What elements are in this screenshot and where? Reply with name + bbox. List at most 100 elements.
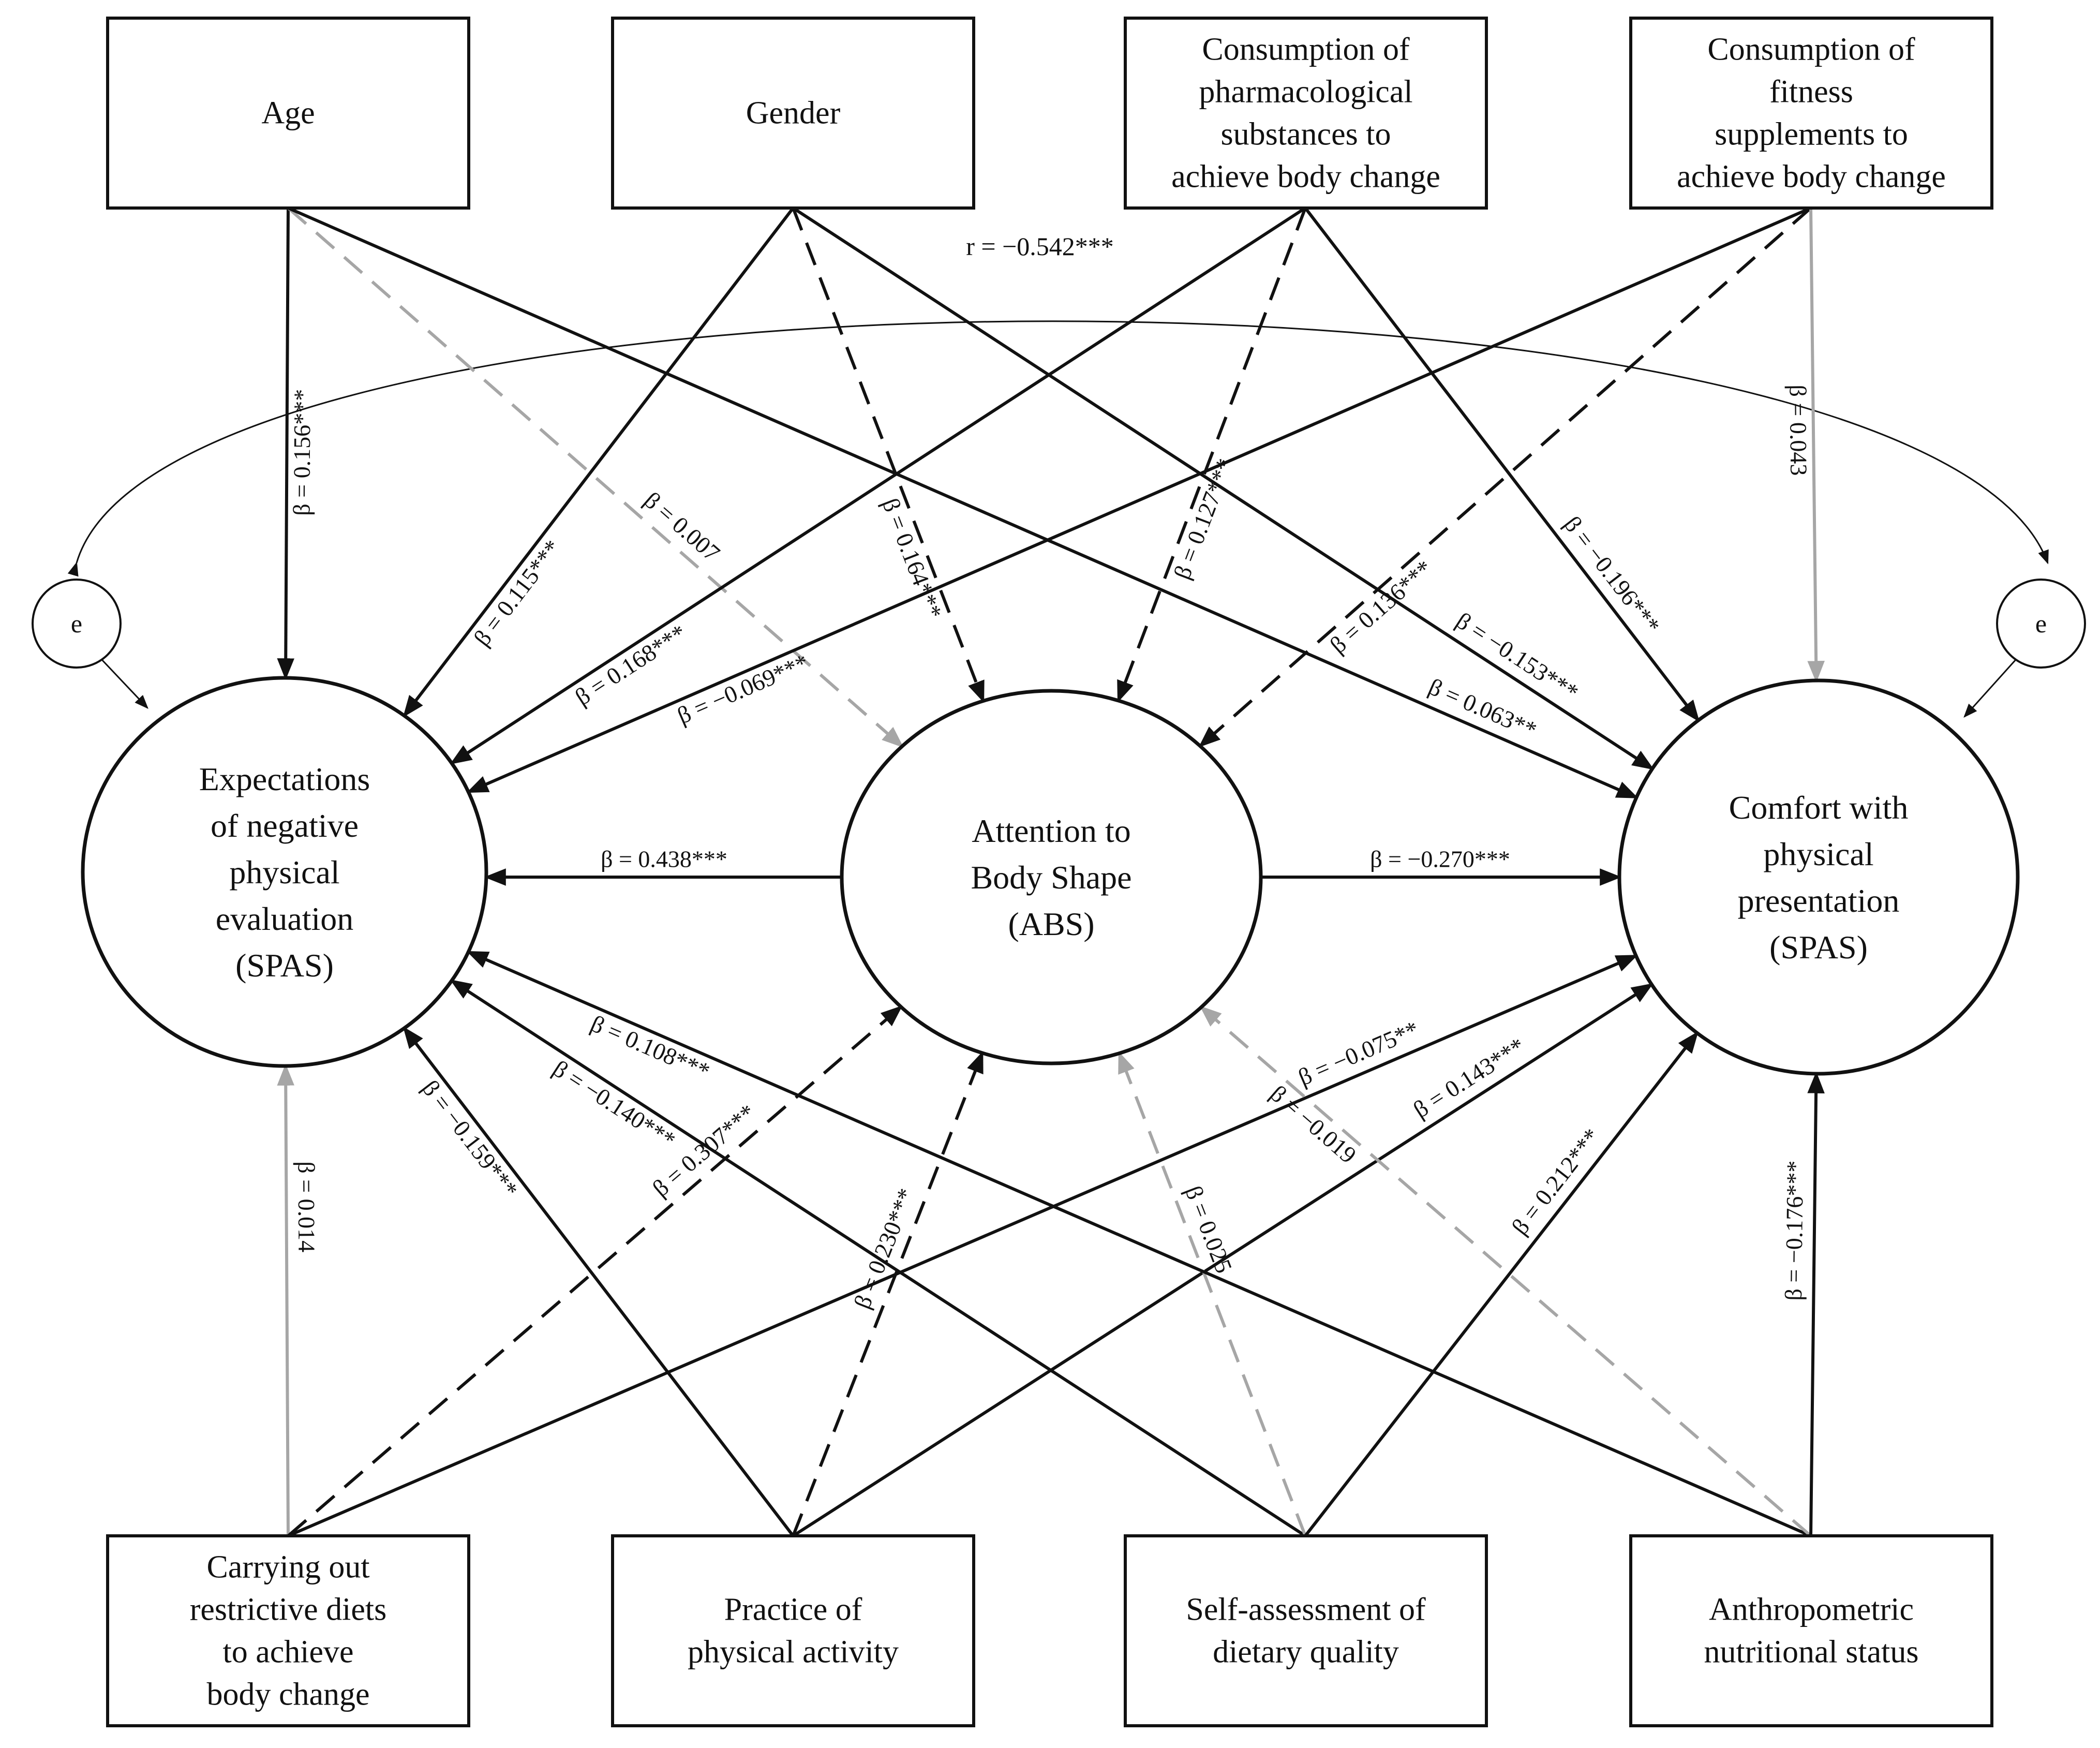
node-label-line: Gender [746, 96, 841, 131]
node-label-line: restrictive diets [190, 1592, 386, 1627]
node-selfdiet: Self-assessment of dietary quality [1124, 1534, 1488, 1727]
path-label-activity-enpe: β = −0.159*** [417, 1075, 523, 1203]
node-label-line: Carrying out [206, 1550, 369, 1585]
construct-label-line: (SPAS) [235, 947, 334, 984]
construct-label-line: physical [229, 854, 339, 891]
correlation-label: r = −0.542*** [966, 232, 1114, 261]
path-label-fitness-cpp: β = 0.043 [1784, 384, 1812, 476]
construct-label-line: of negative [211, 807, 359, 844]
path-lines [277, 206, 1825, 1537]
path-label-age-enpe: β = 0.156*** [288, 389, 315, 516]
path-age-enpe [277, 208, 295, 680]
error-term-right: e [1963, 579, 2086, 718]
path-label-pharma-cpp: β = −0.196*** [1559, 511, 1665, 639]
node-label-line: fitness [1769, 75, 1853, 110]
node-label-line: dietary quality [1213, 1635, 1399, 1670]
node-label-line: Consumption of [1707, 32, 1915, 67]
construct-label-line: Body Shape [971, 859, 1131, 896]
path-label-diets-enpe: β = 0.014 [293, 1161, 320, 1252]
error-circle [32, 579, 122, 669]
correlation-arc [67, 320, 2049, 577]
node-age: Age [106, 17, 470, 210]
diagram-nodes: Age Gender Consumption ofpharmacologicalsu… [81, 17, 2020, 1727]
construct-label-line: Attention to [972, 812, 1131, 849]
construct-ellipse [840, 689, 1263, 1065]
path-activity-enpe [403, 1026, 795, 1537]
path-pharma-cpp [1304, 207, 1700, 722]
path-age-cpp [287, 206, 1639, 799]
path-activity-cpp [792, 983, 1654, 1537]
construct-label-line: evaluation [216, 900, 354, 937]
path-label-selfdiet-cpp: β = 0.212*** [1507, 1123, 1605, 1239]
node-label-line: Practice of [724, 1592, 862, 1627]
path-activity-abs [792, 1051, 984, 1537]
node-label-line: supplements to [1715, 117, 1908, 152]
construct-cpp: Comfort with physical presentation (SPAS) [1617, 678, 2020, 1076]
node-label-line: Consumption of [1202, 32, 1410, 67]
path-label-abs-enpe: β = 0.438*** [601, 846, 727, 872]
path-selfdiet-cpp [1304, 1031, 1699, 1537]
path-label-anthro-cpp: β = −0.176*** [1780, 1160, 1808, 1300]
path-pharma-enpe [450, 206, 1306, 765]
construct-label-line: Comfort with [1729, 789, 1909, 826]
node-activity: Practice of physical activity [611, 1534, 975, 1727]
path-label-abs-cpp: β = −0.270*** [1370, 846, 1510, 872]
path-gender-abs [792, 207, 985, 703]
error-term-left: e [32, 579, 148, 709]
node-pharma: Consumption ofpharmacologicalsubstances … [1124, 17, 1488, 210]
path-selfdiet-abs [1118, 1051, 1307, 1537]
node-label-line: achieve body change [1677, 159, 1946, 195]
node-label-line: Anthropometric [1709, 1592, 1914, 1627]
node-label-line: substances to [1221, 117, 1391, 152]
construct-label-line: Expectations [199, 761, 370, 797]
node-box [1124, 1534, 1488, 1727]
construct-label-line: (SPAS) [1769, 929, 1868, 966]
construct-label-line: (ABS) [1008, 906, 1094, 942]
path-label-selfdiet-enpe: β = −0.140*** [548, 1055, 680, 1153]
node-box [1629, 17, 1993, 210]
construct-label-line: presentation [1738, 882, 1900, 919]
path-label-gender-abs: β = 0.164*** [877, 495, 947, 623]
node-label-line: body change [206, 1677, 369, 1712]
construct-ellipse [81, 676, 488, 1068]
node-box [611, 17, 975, 210]
construct-abs: Attention to Body Shape (ABS) [840, 689, 1263, 1065]
node-box [106, 17, 470, 210]
error-correlation: r = −0.542*** [67, 232, 2049, 577]
path-label-fitness-abs: β = 0.136*** [1325, 555, 1437, 658]
node-box [1124, 17, 1488, 210]
node-label-line: to achieve [222, 1635, 353, 1670]
path-gender-enpe [403, 207, 795, 718]
path-age-abs [287, 206, 904, 748]
construct-ellipse [1617, 678, 2020, 1076]
construct-label-line: physical [1763, 836, 1873, 872]
construct-enpe: Expectations of negative physical evaluatio… [81, 676, 488, 1068]
path-gender-cpp [792, 206, 1655, 770]
node-box [106, 1534, 470, 1727]
node-diets: Carrying out restrictive diets to achieve b… [106, 1534, 470, 1727]
path-anthro-cpp [1807, 1071, 1825, 1536]
node-gender: Gender [611, 17, 975, 210]
error-label: e [2035, 609, 2047, 638]
path-label-activity-abs: β = 0.230*** [849, 1184, 920, 1312]
path-fitness-enpe [466, 206, 1812, 794]
path-selfdiet-enpe [450, 979, 1306, 1537]
node-fitness: Consumption of fitness supplements to achie… [1629, 17, 1993, 210]
path-label-anthro-enpe: β = 0.108*** [587, 1010, 714, 1085]
path-pharma-abs [1116, 207, 1307, 703]
path-fitness-abs [1198, 206, 1812, 748]
path-anthro-abs [1199, 1005, 1812, 1537]
node-label-line: Age [261, 96, 315, 131]
path-label-selfdiet-abs: β = 0.025 [1180, 1182, 1238, 1277]
node-label-line: physical activity [688, 1635, 899, 1670]
node-label-line: Self-assessment of [1186, 1592, 1426, 1627]
path-diets-cpp [287, 954, 1638, 1537]
error-arrow [1963, 659, 2017, 718]
path-label-pharma-enpe: β = 0.168*** [570, 619, 691, 710]
node-label-line: achieve body change [1171, 159, 1440, 195]
error-label: e [71, 609, 82, 638]
path-diets-enpe [277, 1063, 295, 1536]
path-anthro-enpe [466, 950, 1812, 1537]
error-arrow [101, 659, 148, 709]
